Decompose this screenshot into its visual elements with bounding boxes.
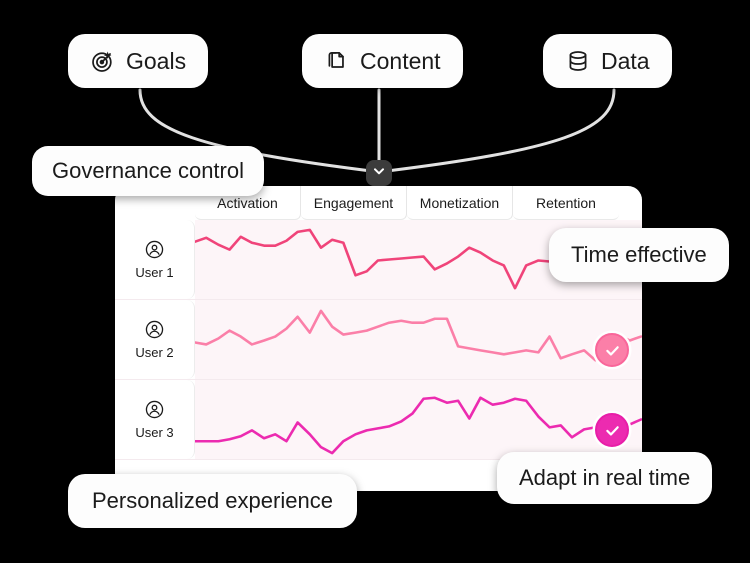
callout-label: Adapt in real time — [519, 465, 691, 490]
row-user-label: User 2 — [135, 345, 174, 360]
tab-retention[interactable]: Retention — [513, 186, 619, 220]
row-sparkline-user3 — [195, 380, 642, 459]
documents-copy-icon — [324, 48, 350, 74]
callout-label: Governance control — [52, 158, 244, 183]
source-pill-content[interactable]: Content — [302, 34, 463, 88]
tab-label: Retention — [536, 194, 596, 211]
source-pill-label: Goals — [126, 47, 187, 74]
row-sparkline-user2 — [195, 300, 642, 379]
source-pill-label: Content — [360, 47, 441, 74]
callout-time-effective[interactable]: Time effective — [549, 228, 729, 282]
source-pill-data[interactable]: Data — [543, 34, 672, 88]
row-user-cell[interactable]: User 3 — [115, 380, 195, 459]
series-line-user2 — [195, 309, 642, 362]
tab-label: Monetization — [419, 194, 500, 211]
row-user-cell[interactable]: User 2 — [115, 300, 195, 379]
target-icon — [90, 48, 116, 74]
user-circle-icon — [144, 319, 165, 340]
tab-monetization[interactable]: Monetization — [407, 186, 513, 220]
callout-adapt-real-time[interactable]: Adapt in real time — [497, 452, 713, 504]
source-pill-label: Data — [601, 47, 650, 74]
chevron-down-node[interactable] — [366, 160, 392, 186]
chevron-down-icon — [371, 163, 387, 184]
database-icon — [565, 48, 591, 74]
analytics-panel: Activation Engagement Monetization Reten… — [115, 186, 642, 491]
check-icon — [603, 421, 622, 440]
user-circle-icon — [144, 239, 165, 260]
series-line-user3 — [195, 396, 642, 455]
callout-governance-control[interactable]: Governance control — [32, 146, 264, 196]
tab-label: Activation — [217, 194, 278, 211]
tab-engagement[interactable]: Engagement — [301, 186, 407, 220]
check-icon — [603, 341, 622, 360]
user-circle-icon — [144, 399, 165, 420]
status-badge-user2[interactable] — [595, 333, 629, 367]
table-row[interactable]: User 2 — [115, 300, 642, 380]
tab-label: Engagement — [313, 194, 394, 211]
sparkline-svg — [195, 396, 642, 455]
table-row[interactable]: User 3 — [115, 380, 642, 460]
status-badge-user3[interactable] — [595, 413, 629, 447]
row-user-label: User 1 — [135, 265, 174, 280]
panel-tabs: Activation Engagement Monetization Reten… — [115, 186, 642, 220]
callout-personalized-experience[interactable]: Personalized experience — [68, 474, 357, 528]
row-user-label: User 3 — [135, 425, 174, 440]
sparkline-svg — [195, 309, 642, 362]
source-pill-goals[interactable]: Goals — [68, 34, 209, 88]
row-user-cell[interactable]: User 1 — [115, 220, 195, 299]
user-rows: User 1 User — [115, 220, 642, 491]
callout-label: Time effective — [571, 242, 707, 267]
callout-label: Personalized experience — [92, 488, 333, 513]
